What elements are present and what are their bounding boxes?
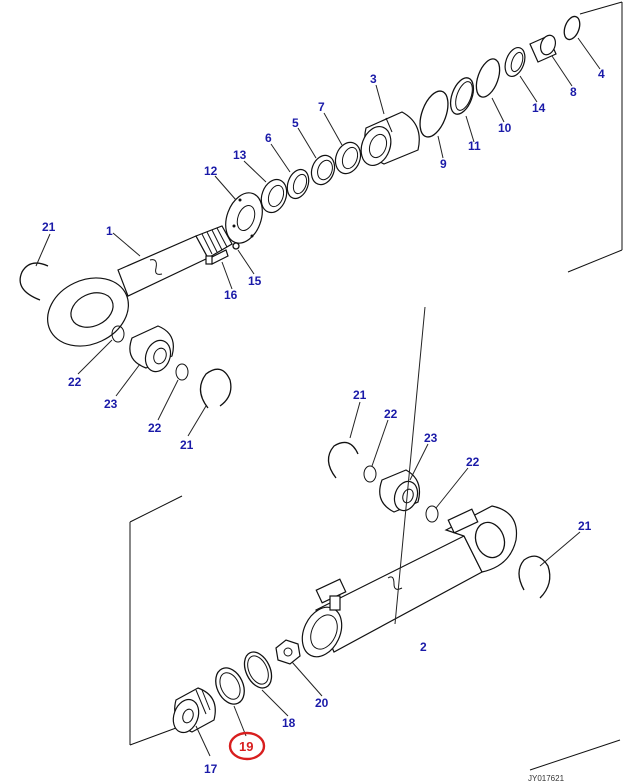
part-labels: 1 2 3 4 5 6 7 8 9 10 11 12 13 14 15 16 1… [42, 67, 605, 776]
lower-frame-lines [129, 495, 621, 771]
ring-part-5[interactable] [308, 152, 339, 188]
washer-part-15[interactable] [232, 242, 240, 250]
ring-part-22-d[interactable] [425, 505, 439, 523]
piston-part-17[interactable] [169, 687, 216, 736]
label-part-19[interactable]: 19 [239, 739, 253, 754]
ring-part-6[interactable] [283, 166, 312, 201]
ring-part-19[interactable] [210, 663, 250, 708]
label-part-6[interactable]: 6 [265, 131, 272, 145]
label-part-20[interactable]: 20 [315, 696, 329, 710]
label-part-22-c[interactable]: 22 [384, 407, 398, 421]
label-part-10[interactable]: 10 [498, 121, 512, 135]
label-part-3[interactable]: 3 [370, 72, 377, 86]
bushing-part-23-upper[interactable] [129, 325, 175, 375]
piston-rod-part-1[interactable] [36, 225, 233, 359]
snap-ring-part-4[interactable] [561, 14, 582, 41]
label-part-15[interactable]: 15 [248, 274, 262, 288]
leader-lines [35, 37, 601, 757]
label-part-8[interactable]: 8 [570, 85, 577, 99]
label-part-11[interactable]: 11 [468, 139, 481, 153]
label-part-14[interactable]: 14 [532, 101, 546, 115]
highlight-circle [228, 731, 266, 761]
cylinder-head-part-3[interactable] [356, 111, 420, 170]
snap-ring-part-21-lower-top[interactable] [327, 441, 359, 479]
o-ring-part-9[interactable] [415, 87, 454, 140]
ring-part-22-a[interactable] [111, 325, 125, 343]
snap-ring-part-21-upper-left[interactable] [19, 262, 49, 301]
label-part-4[interactable]: 4 [598, 67, 605, 81]
ring-part-14[interactable] [501, 45, 528, 79]
label-part-21-b[interactable]: 21 [578, 519, 592, 533]
snap-ring-part-21-upper-right[interactable] [199, 368, 232, 409]
label-part-23-b[interactable]: 23 [424, 431, 438, 445]
label-part-18[interactable]: 18 [282, 716, 296, 730]
bushing-part-23-lower[interactable] [379, 469, 422, 514]
label-part-1[interactable]: 1 [106, 224, 113, 238]
ring-part-22-b[interactable] [175, 363, 189, 381]
label-part-21-c[interactable]: 21 [353, 388, 367, 402]
backup-ring-part-10[interactable] [472, 56, 504, 100]
cylinder-tube-part-2[interactable] [295, 505, 518, 663]
ring-part-18[interactable] [239, 648, 277, 693]
ring-part-13[interactable] [257, 176, 291, 216]
label-part-21-d[interactable]: 21 [180, 438, 194, 452]
label-part-17[interactable]: 17 [204, 762, 218, 776]
bushing-part-8[interactable] [529, 33, 558, 63]
bolt-part-16[interactable] [205, 249, 229, 265]
flange-plate-part-12[interactable] [219, 188, 269, 248]
ring-part-7[interactable] [331, 139, 364, 177]
label-part-22-b[interactable]: 22 [148, 421, 162, 435]
ring-part-22-c[interactable] [363, 465, 377, 483]
label-part-13[interactable]: 13 [233, 148, 247, 162]
snap-ring-part-21-lower-right[interactable] [518, 555, 551, 599]
label-part-12[interactable]: 12 [204, 164, 218, 178]
nut-part-20[interactable] [275, 639, 301, 665]
reference-code: JY017621 [528, 774, 565, 783]
label-part-22-d[interactable]: 22 [466, 455, 480, 469]
label-part-22-a[interactable]: 22 [68, 375, 82, 389]
label-part-21-a[interactable]: 21 [42, 220, 56, 234]
ring-part-11[interactable] [446, 75, 478, 118]
upper-frame-lines [567, 1, 623, 273]
label-part-16[interactable]: 16 [224, 288, 238, 302]
label-part-7[interactable]: 7 [318, 100, 325, 114]
label-part-5[interactable]: 5 [292, 116, 299, 130]
label-part-9[interactable]: 9 [440, 157, 447, 171]
label-part-23-a[interactable]: 23 [104, 397, 118, 411]
label-part-2[interactable]: 2 [420, 640, 427, 654]
